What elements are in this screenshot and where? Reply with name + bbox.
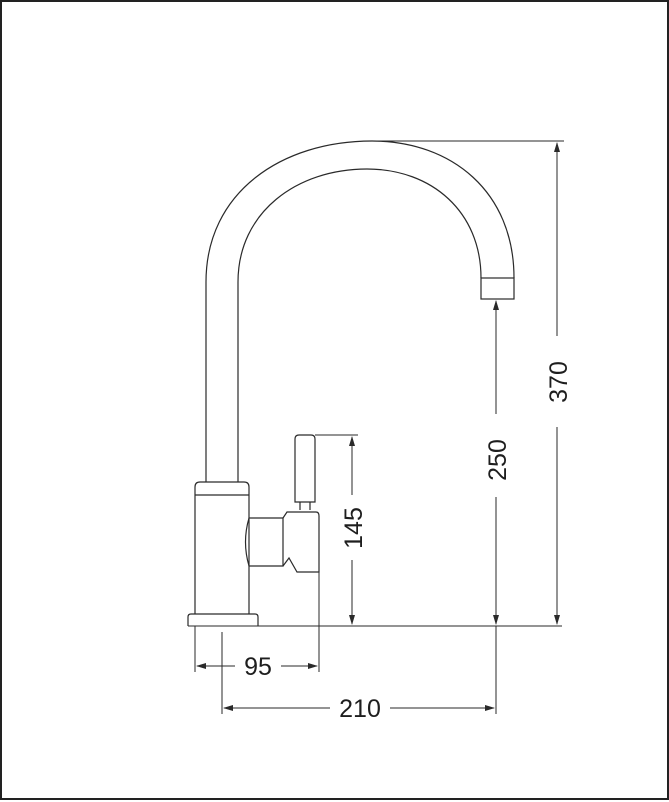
lever-hub xyxy=(244,517,284,567)
dim-outlet-height: 250 xyxy=(484,300,512,625)
spout xyxy=(205,140,515,482)
lever-handle xyxy=(244,434,320,573)
extension-lines xyxy=(194,140,564,714)
dim-label-145: 145 xyxy=(340,507,368,549)
lever-neck xyxy=(299,502,311,510)
lever-stem xyxy=(294,434,316,503)
spout-outlet xyxy=(480,277,515,300)
dim-label-370: 370 xyxy=(545,361,573,403)
dim-label-250: 250 xyxy=(484,439,512,481)
spout-outer-edge xyxy=(205,140,515,482)
dim-label-210: 210 xyxy=(339,695,381,723)
body-cap xyxy=(194,481,250,614)
lever-body xyxy=(282,511,320,573)
dim-spout-reach: 210 xyxy=(223,695,495,723)
base-plate xyxy=(187,613,259,626)
dim-label-95: 95 xyxy=(244,653,272,681)
tap-body xyxy=(187,481,259,626)
dim-lever-height: 145 xyxy=(340,436,368,625)
spout-inner-edge xyxy=(237,168,482,482)
dim-overall-height: 370 xyxy=(545,142,573,625)
dim-lever-projection: 95 xyxy=(196,653,318,681)
